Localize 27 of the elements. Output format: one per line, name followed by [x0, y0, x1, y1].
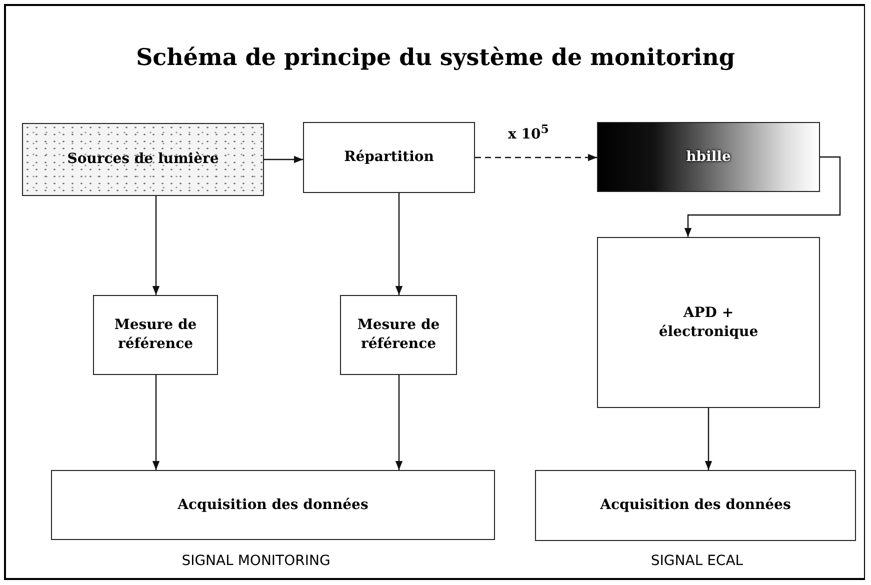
process-box	[535, 470, 856, 541]
arrow	[152, 375, 160, 470]
node-label: APD + électronique	[658, 304, 758, 342]
process-box	[340, 295, 457, 375]
node-label: Sources de lumière	[67, 150, 219, 169]
arrow	[684, 156, 841, 237]
process-box	[597, 237, 820, 408]
stippled-box	[22, 123, 264, 196]
arrow	[152, 196, 160, 295]
arrow	[264, 156, 303, 164]
title: Schéma de principe du système de monitoring	[135, 44, 736, 71]
node-label: hbille	[686, 148, 731, 166]
arrow	[475, 154, 597, 162]
process-box	[51, 470, 495, 540]
section-caption: SIGNAL MONITORING	[182, 553, 330, 569]
node-label: Acquisition des données	[178, 496, 368, 514]
node-label: Mesure de référence	[356, 316, 441, 354]
arrow	[704, 408, 712, 470]
node-label: Répartition	[344, 148, 434, 167]
shaded-box	[597, 122, 820, 192]
process-box	[93, 295, 218, 375]
node-label: Mesure de référence	[113, 316, 198, 354]
node-label: Acquisition des données	[600, 496, 791, 515]
arrow	[395, 375, 403, 470]
section-caption: SIGNAL ECAL	[650, 553, 744, 569]
arrow	[395, 193, 403, 295]
process-box	[303, 122, 475, 193]
